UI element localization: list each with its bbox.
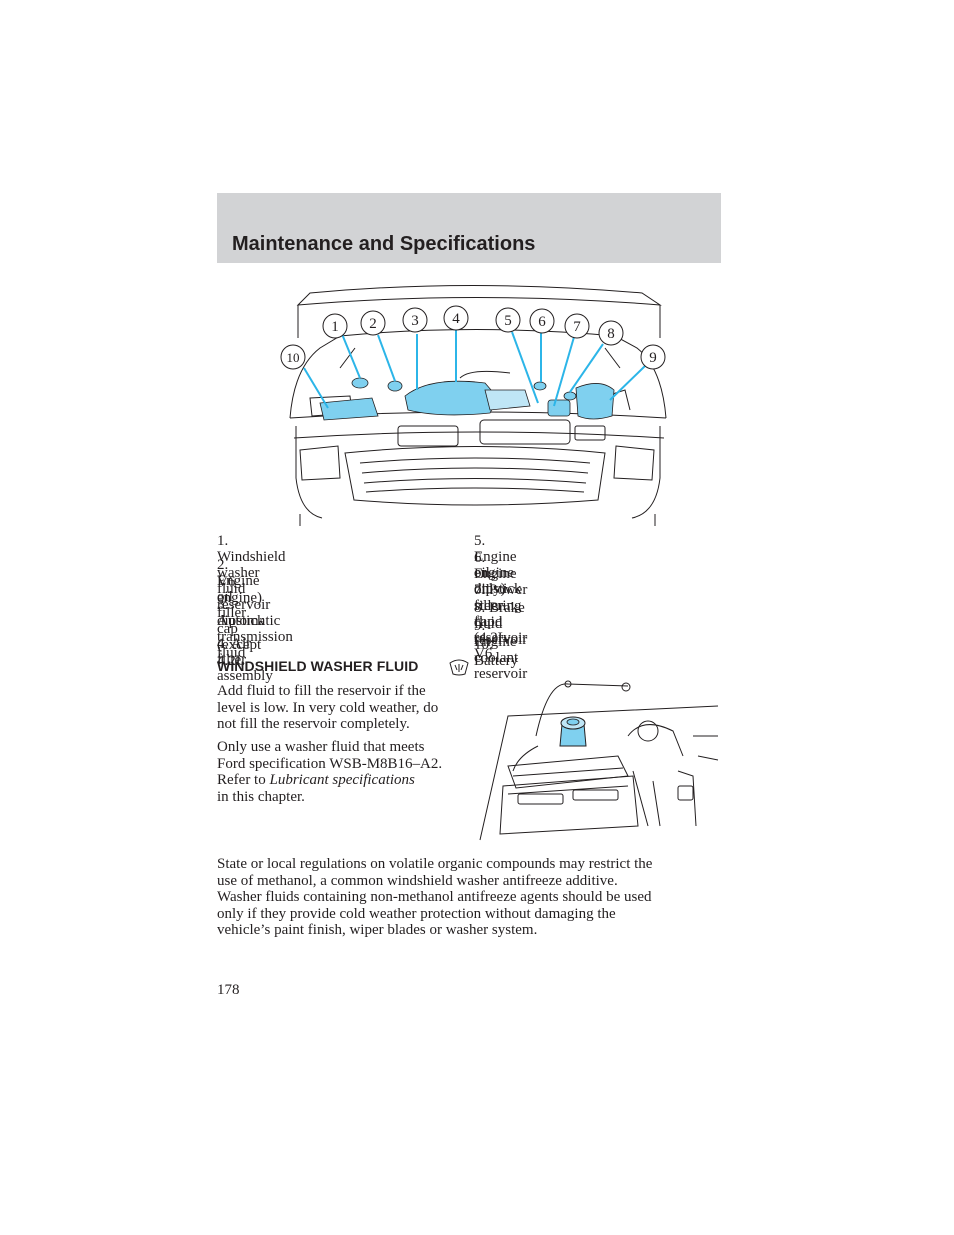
washer-paragraph-2: Only use a washer fluid that meets Ford … bbox=[217, 739, 443, 805]
engine-compartment-diagram: 1 2 3 4 5 6 7 8 9 10 bbox=[280, 285, 667, 526]
legend-item: 1. Windshield washer fluid reservoir bbox=[217, 533, 286, 613]
callout-1: 1 bbox=[331, 319, 339, 335]
legend-item: 5. Engine oil dipstick bbox=[474, 533, 522, 597]
lubricant-specifications-reference: Lubricant specifications bbox=[269, 772, 415, 788]
legend-item: 4. Air filter assembly bbox=[217, 636, 273, 684]
engine-outline bbox=[289, 285, 667, 526]
air-filter-shape bbox=[404, 380, 499, 416]
page-title: Maintenance and Specifications bbox=[232, 233, 536, 255]
callout-2: 2 bbox=[369, 316, 377, 332]
windshield-washer-icon bbox=[449, 659, 469, 676]
legend-item: 2. Engine oil filler cap (except 4.2L bbox=[217, 557, 262, 669]
callout-3: 3 bbox=[411, 313, 419, 329]
callout-7: 7 bbox=[573, 319, 581, 335]
callout-9: 9 bbox=[649, 350, 657, 366]
legend-item: 7. Power steering fluid reservoir bbox=[474, 582, 528, 646]
power-steering-shape bbox=[547, 399, 571, 417]
legend-item: 3. Automatic transmission fluid bbox=[217, 597, 293, 661]
highlighted-components bbox=[319, 377, 615, 421]
callout-circles bbox=[280, 305, 666, 370]
dipstick-shape bbox=[533, 381, 547, 391]
section-heading: WINDSHIELD WASHER FLUID bbox=[217, 658, 419, 674]
washer-reservoir-cap bbox=[559, 716, 587, 747]
legend-item: 9. Engine coolant reservoir bbox=[474, 618, 528, 682]
callout-5: 5 bbox=[504, 313, 512, 329]
brake-reservoir-shape bbox=[563, 391, 577, 401]
legend-item-cont: dipstick bbox=[217, 613, 265, 629]
washer-reservoir-shape bbox=[351, 377, 369, 389]
washer-paragraph-1: Add fluid to fill the reservoir if the l… bbox=[217, 683, 439, 732]
callout-10: 10 bbox=[287, 350, 300, 365]
coolant-reservoir-shape bbox=[575, 383, 615, 420]
battery-shape bbox=[319, 397, 379, 421]
leader-lines bbox=[303, 330, 646, 409]
legend-item: 8. Brake fluid reservoir bbox=[474, 600, 528, 648]
callout-8: 8 bbox=[607, 326, 615, 342]
legend-item: 6. Engine oil filler cap (4.2L V6 bbox=[474, 550, 517, 662]
methanol-regulation-paragraph: State or local regulations on volatile o… bbox=[217, 856, 653, 938]
callout-6: 6 bbox=[538, 314, 546, 330]
washer-reservoir-illustration bbox=[479, 680, 719, 841]
legend-item-cont: V6 engine) bbox=[217, 574, 262, 606]
section-header-band: Maintenance and Specifications bbox=[217, 193, 721, 263]
oil-cap-shape bbox=[387, 380, 403, 392]
callout-4: 4 bbox=[452, 311, 460, 327]
legend-item: 10. Battery bbox=[474, 637, 519, 669]
page-number: 178 bbox=[217, 982, 240, 998]
intake-hose-shape bbox=[484, 389, 531, 411]
callout-numbers: 1 2 3 4 5 6 7 8 9 10 bbox=[287, 311, 657, 366]
legend-item-cont: engine only) bbox=[474, 565, 514, 597]
